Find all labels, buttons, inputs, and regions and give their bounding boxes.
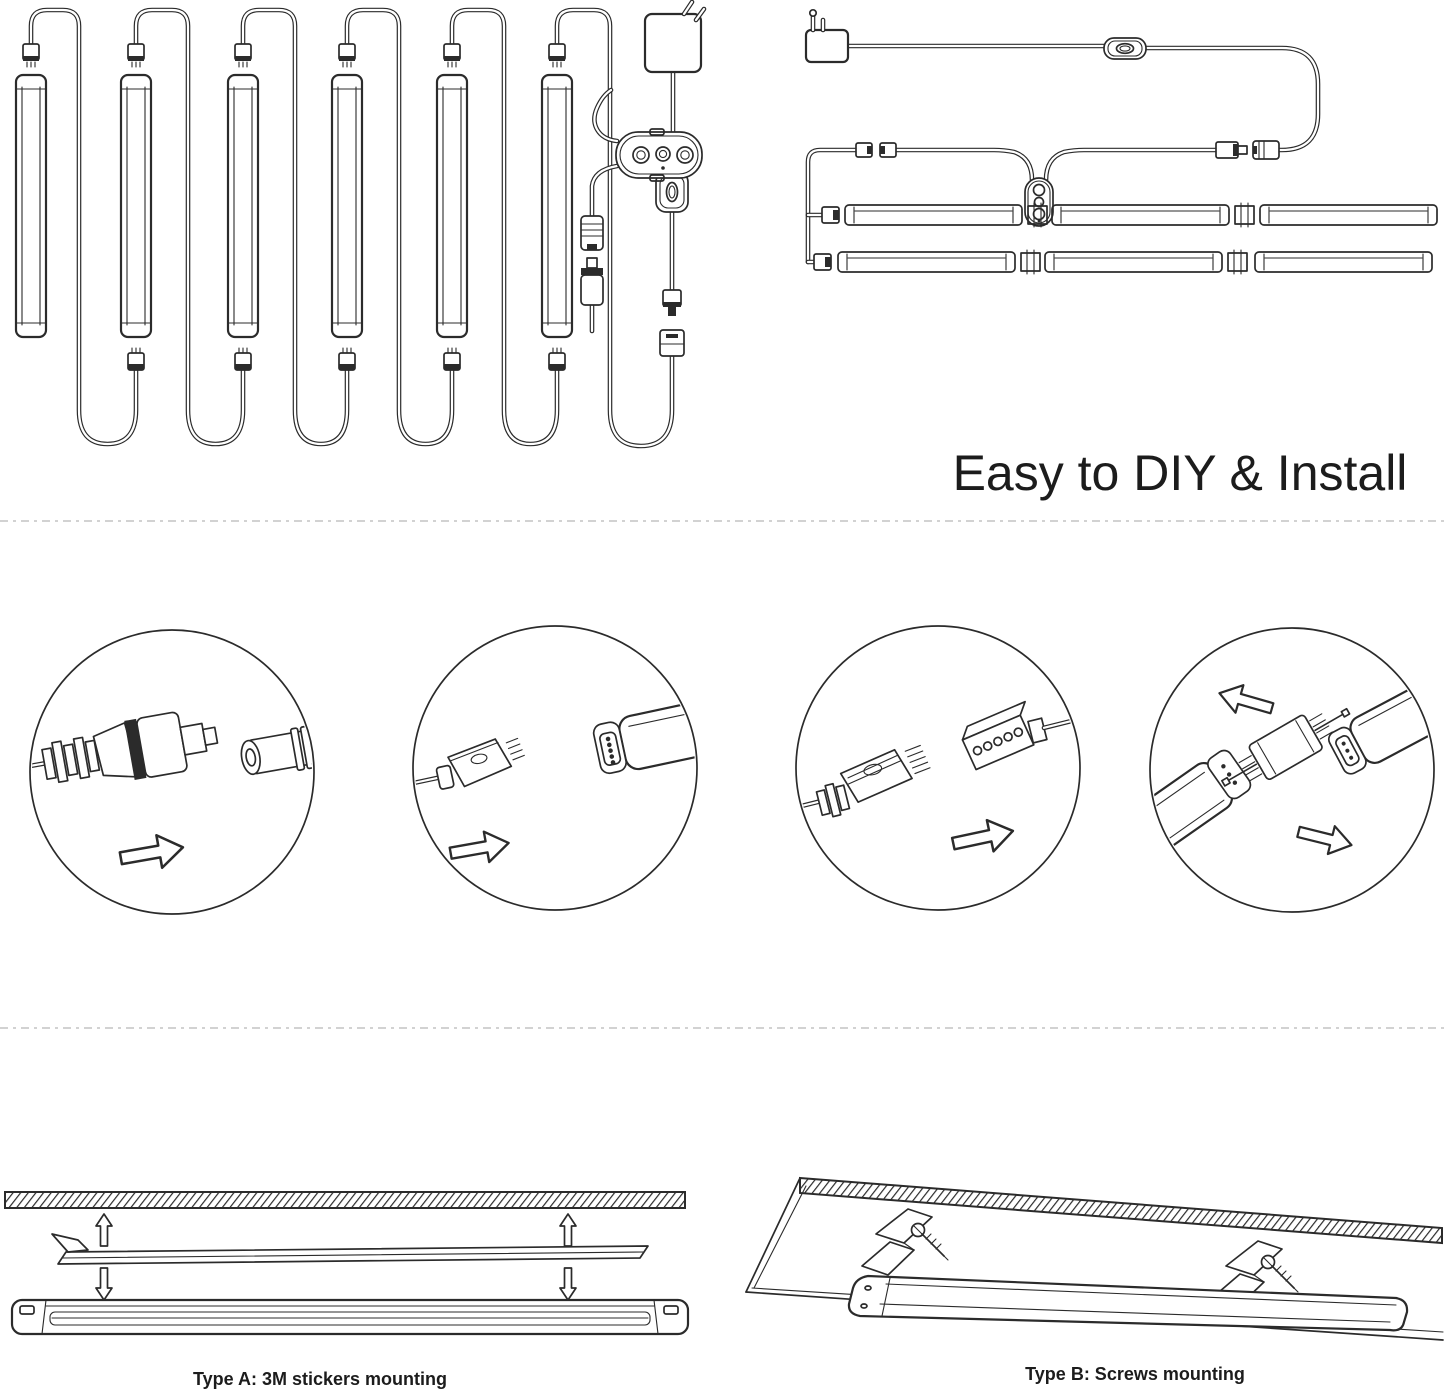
detail-circle-pin-connector (795, 625, 1081, 911)
light-bar-row (844, 202, 1438, 228)
light-bar-row (837, 249, 1433, 275)
controller-pod-icon (1024, 177, 1054, 227)
light-bar (226, 73, 260, 339)
cabinet-surface (4, 1191, 686, 1209)
detail-circle-dc-plug (29, 629, 315, 915)
cable-connector-pair (855, 142, 897, 158)
type-b-caption: Type B: Screws mounting (1025, 1364, 1245, 1384)
arrow-up-icon (95, 1213, 113, 1247)
adhesive-sticker-strip (51, 1233, 649, 1265)
dc-connector-pair (580, 215, 604, 306)
detail-circle-bar-to-bar (1149, 627, 1435, 913)
type-a-caption: Type A: 3M stickers mounting (192, 1369, 448, 1389)
arrow-up-icon (559, 1213, 577, 1247)
arrow-down-icon (559, 1267, 577, 1301)
page-title: Easy to DIY & Install (952, 445, 1408, 501)
dc-connector-pair (1215, 140, 1280, 160)
light-bar (540, 73, 574, 339)
type-a-mounting-figure (4, 1191, 690, 1336)
arrow-down-icon (95, 1267, 113, 1301)
light-bar (330, 73, 364, 339)
detail-circle-bar-socket (412, 625, 698, 911)
light-bar (847, 1274, 1409, 1332)
type-b-mounting-figure (745, 1176, 1444, 1341)
light-bar (435, 73, 469, 339)
light-bar (119, 73, 153, 339)
bar-plug-connectors (813, 206, 840, 271)
inline-switch-icon (1103, 37, 1147, 60)
light-bar (10, 1298, 690, 1336)
serpentine-daisy-chain-diagram (14, 0, 707, 446)
two-row-connection-diagram (804, 8, 1438, 275)
light-bar (14, 73, 48, 339)
power-adapter-icon (643, 0, 707, 74)
power-adapter-icon (804, 8, 850, 64)
controller-pod-icon (615, 128, 703, 182)
mounting-clip-with-screw (861, 1208, 949, 1276)
dc-connector-pair (659, 289, 685, 357)
